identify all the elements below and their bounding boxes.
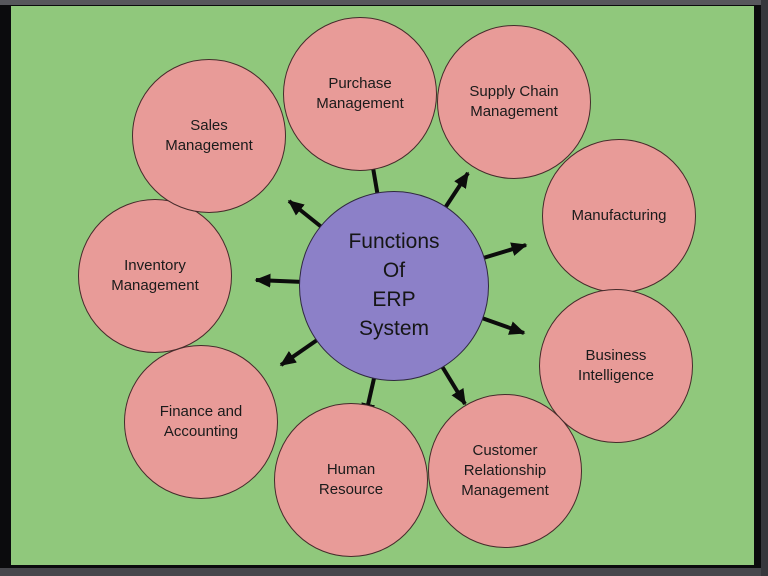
node-manufacturing: Manufacturing xyxy=(542,139,696,293)
frame-top-strip xyxy=(0,0,768,5)
node-inventory-management: Inventory Management xyxy=(78,199,232,353)
node-finance-and-accounting: Finance and Accounting xyxy=(124,345,278,499)
node-functions-of-erp-system: Functions Of ERP System xyxy=(299,191,489,381)
node-label-inventory-management: Inventory Management xyxy=(111,256,199,294)
arrow-to-customer-relationship-management xyxy=(438,361,467,406)
node-label-customer-relationship-management: Customer Relationship Management xyxy=(461,441,549,500)
node-label-human-resource: Human Resource xyxy=(318,460,384,498)
node-customer-relationship-management: Customer Relationship Management xyxy=(428,394,582,548)
arrow-to-sales-management xyxy=(287,199,326,231)
arrows-layer xyxy=(254,148,528,420)
center-node-label: Functions Of ERP System xyxy=(348,230,440,340)
node-sales-management: Sales Management xyxy=(132,59,286,213)
arrow-to-finance-and-accounting xyxy=(279,336,322,367)
arrow-to-business-intelligence xyxy=(478,315,526,335)
node-business-intelligence: Business Intelligence xyxy=(539,289,693,443)
node-label-manufacturing: Manufacturing xyxy=(571,206,667,224)
node-label-supply-chain-management: Supply Chain Management xyxy=(469,82,559,120)
diagram-canvas: Purchase Management Supply Chain Managem… xyxy=(11,6,754,565)
node-label-business-intelligence: Business Intelligence xyxy=(578,346,654,384)
node-label-finance-and-accounting: Finance and Accounting xyxy=(159,402,243,440)
arrow-to-manufacturing xyxy=(479,242,528,261)
node-label-sales-management: Sales Management xyxy=(165,116,253,154)
arrow-to-supply-chain-management xyxy=(441,171,470,213)
arrow-to-inventory-management xyxy=(254,273,305,288)
frame-right-strip xyxy=(761,0,768,576)
frame-bottom-strip xyxy=(0,568,768,576)
node-human-resource: Human Resource xyxy=(274,403,428,557)
node-purchase-management: Purchase Management xyxy=(283,17,437,171)
node-supply-chain-management: Supply Chain Management xyxy=(437,25,591,179)
node-label-purchase-management: Purchase Management xyxy=(316,74,404,112)
